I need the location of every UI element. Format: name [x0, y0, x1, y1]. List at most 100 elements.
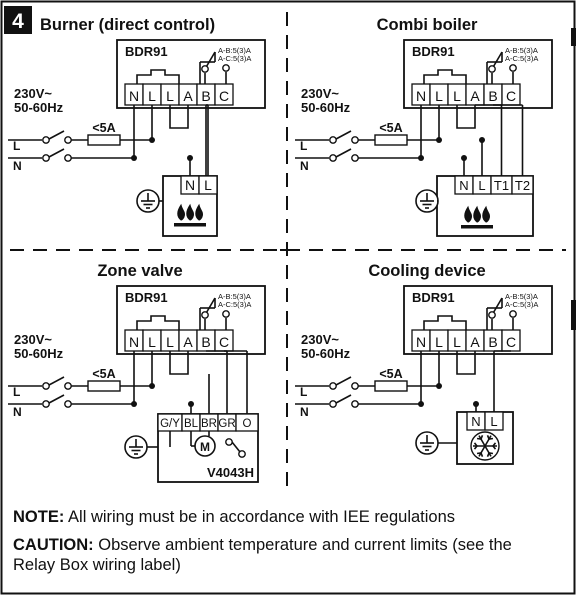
switch-contact: [64, 400, 72, 408]
snowflake-icon: [486, 435, 490, 440]
boiler-terminal-label: T2: [515, 178, 530, 193]
relay-terminal: [214, 83, 234, 106]
snowflake-icon: [476, 452, 482, 455]
flame-icon: [186, 203, 195, 221]
relay-coil: [423, 315, 467, 330]
relay-terminal-label: L: [435, 334, 443, 350]
fuse-rating: <5A: [379, 367, 402, 381]
relay-terminal-label: B: [488, 334, 497, 350]
relay-label: BDR91: [412, 44, 455, 59]
relay-terminal-label: L: [148, 334, 156, 350]
live-label: L: [300, 139, 307, 153]
switch-blade: [335, 376, 352, 386]
snowflake-icon: [488, 452, 494, 455]
switch-blade: [48, 130, 65, 140]
relay-coil: [423, 69, 467, 84]
fuse: [374, 134, 408, 146]
relay-terminal-label: C: [506, 334, 516, 350]
switch-blade: [48, 376, 65, 386]
neutral-label: N: [13, 405, 22, 419]
snowflake-icon: [476, 437, 482, 440]
switch-blade: [231, 441, 241, 453]
panel-title: Burner (direct control): [40, 16, 215, 34]
flame-icon: [482, 205, 491, 223]
junction-dot: [473, 401, 479, 407]
snowflake-icon: [492, 445, 497, 450]
switch-contact: [329, 136, 337, 144]
switch-contact: [329, 154, 337, 162]
wire: [456, 105, 476, 129]
junction-dot: [461, 155, 467, 161]
caution-body: Observe ambient temperature and current …: [13, 536, 512, 574]
snowflake-icon: [480, 435, 484, 440]
fuse-rating: <5A: [92, 367, 115, 381]
switch-contact: [351, 136, 359, 144]
neutral-label: N: [13, 159, 22, 173]
flame-icon: [473, 205, 482, 223]
contact-rating: A-C:5(3)A: [218, 300, 251, 309]
relay-terminal-label: L: [453, 88, 461, 104]
fuse: [374, 380, 408, 392]
relay-contact: [509, 64, 517, 72]
valve-terminal-label: GR: [218, 418, 235, 430]
relay-terminal-label: B: [488, 88, 497, 104]
flame-icon: [195, 203, 204, 221]
contact-rating: A-C:5(3)A: [505, 54, 538, 63]
relay-terminal-label: C: [219, 334, 229, 350]
supply-voltage: 230V~: [301, 86, 339, 101]
relay-terminal-label: N: [129, 88, 139, 104]
figure-number: 4: [12, 10, 24, 33]
cooling-terminal-label: L: [490, 414, 497, 429]
junction-dot: [436, 137, 442, 143]
contact-rating: A-B:5(3)A: [505, 46, 538, 55]
contact-rating: A-B:5(3)A: [218, 292, 251, 301]
junction-dot: [418, 155, 424, 161]
snowflake-icon: [486, 452, 490, 457]
supply-frequency: 50-60Hz: [301, 100, 351, 115]
contact-rating: A-C:5(3)A: [505, 300, 538, 309]
junction-dot: [149, 137, 155, 143]
junction-dot: [131, 401, 137, 407]
fuse-rating: <5A: [379, 121, 402, 135]
snowflake-icon: [492, 442, 497, 447]
junction-dot: [187, 155, 193, 161]
relay-contact: [488, 65, 496, 73]
wire: [456, 351, 476, 375]
fuse-rating: <5A: [92, 121, 115, 135]
neutral-label: N: [300, 405, 309, 419]
supply-voltage: 230V~: [14, 86, 52, 101]
relay-terminal-label: B: [201, 88, 210, 104]
switch-contact: [64, 382, 72, 390]
caution-label: CAUTION:: [13, 536, 94, 554]
flame-icon: [174, 223, 206, 227]
relay-coil: [136, 315, 180, 330]
flame-icon: [461, 225, 493, 229]
burner-terminal-label: N: [185, 177, 195, 193]
junction-dot: [436, 383, 442, 389]
contact-rating: A-B:5(3)A: [505, 292, 538, 301]
relay-terminal-label: L: [166, 334, 174, 350]
figure-number-box: [4, 6, 32, 34]
snowflake-icon: [488, 437, 494, 440]
live-label: L: [300, 385, 307, 399]
relay-terminal-label: C: [219, 88, 229, 104]
junction-dot: [149, 383, 155, 389]
junction-dot: [418, 401, 424, 407]
valve-terminal-label: BL: [184, 418, 199, 430]
panel-title: Zone valve: [97, 262, 182, 280]
flame-icon: [464, 205, 473, 223]
relay-contact: [201, 311, 209, 319]
relay-contact: [201, 65, 209, 73]
junction-dot: [131, 155, 137, 161]
wire: [169, 105, 189, 129]
relay-contact: [509, 310, 517, 318]
neutral-label: N: [300, 159, 309, 173]
note-text: NOTE: All wiring must be in accordance w…: [13, 507, 455, 527]
switch-contact: [351, 382, 359, 390]
